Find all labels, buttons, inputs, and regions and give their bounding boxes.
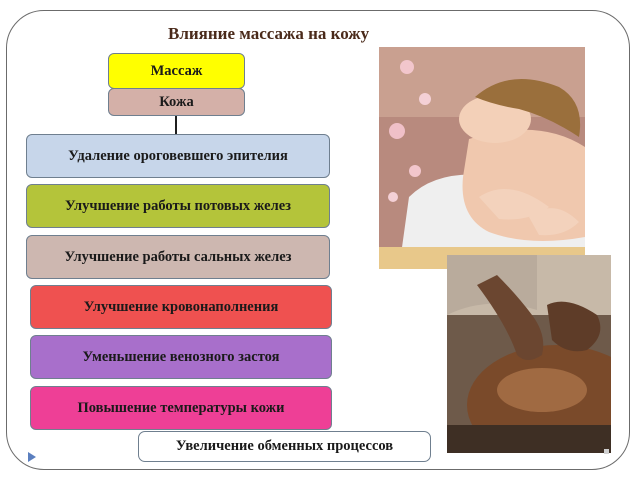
effect-box-7: Увеличение обменных процессов (138, 431, 431, 462)
woman-back-massage-photo (379, 47, 585, 269)
effect-box-6: Повышение температуры кожи (30, 386, 332, 430)
effect-box-5: Уменьшение венозного застоя (30, 335, 332, 379)
slide-marker-icon (604, 449, 609, 454)
nav-arrow-icon (28, 452, 36, 462)
slide-title: Влияние массажа на кожу (168, 24, 370, 43)
skin-box: Кожа (108, 88, 245, 116)
effect-box-4: Улучшение кровонаполнения (30, 285, 332, 329)
hands-massage-back-photo (447, 255, 611, 453)
massage-box: Массаж (108, 53, 245, 89)
effect-box-3: Улучшение работы сальных желез (26, 235, 330, 279)
effect-box-2: Улучшение работы потовых желез (26, 184, 330, 228)
effect-box-1: Удаление ороговевшего эпителия (26, 134, 330, 178)
connector-line (175, 116, 177, 134)
